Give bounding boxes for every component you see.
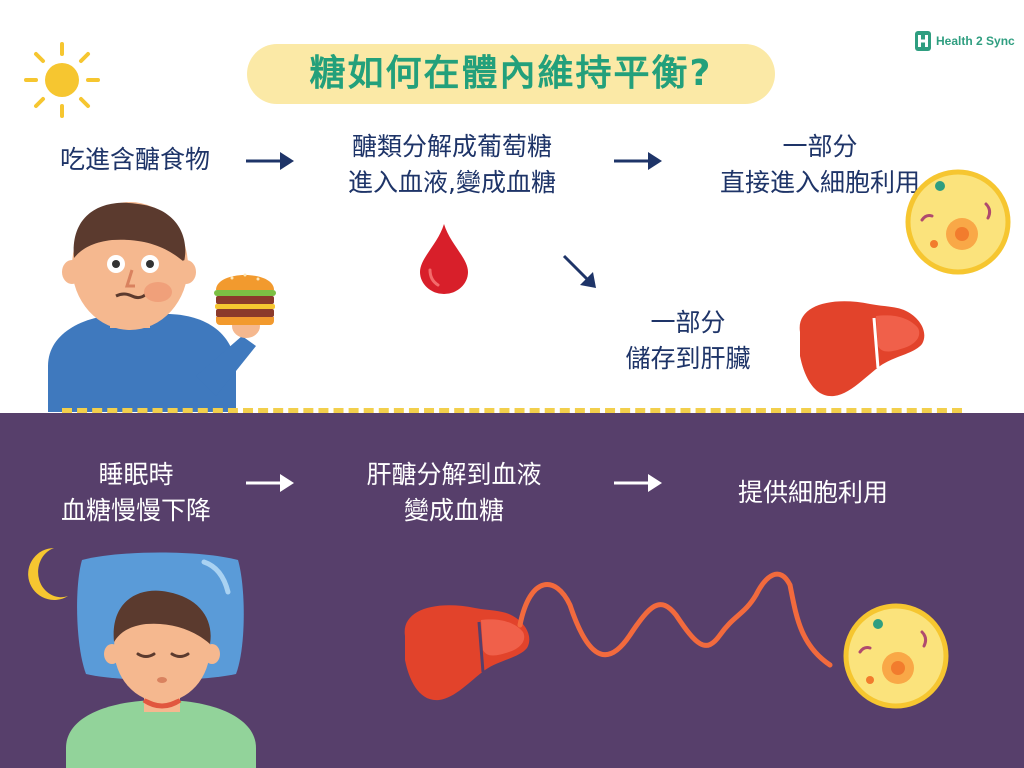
day-step-digest-line2: 進入血液,變成血糖 [348, 168, 556, 197]
day-step-cell-line2: 直接進入細胞利用 [719, 168, 920, 197]
day-night-divider [62, 408, 962, 413]
night-step-liver-line2: 變成血糖 [403, 496, 504, 525]
arrow-right-icon [246, 152, 294, 170]
liver-icon [799, 301, 925, 397]
arrow-right-icon [614, 474, 662, 492]
day-step-liver-line2: 儲存到肝臟 [625, 344, 751, 373]
eating-person-illustration [48, 202, 260, 412]
day-step-eat: 吃進含醣食物 [59, 145, 210, 174]
logo-text: Health 2 Sync [936, 34, 1015, 48]
night-step-sleep-line2: 血糖慢慢下降 [60, 496, 211, 525]
arrow-right-icon [614, 152, 662, 170]
hamburger-icon [214, 273, 276, 325]
cell-icon [843, 603, 949, 709]
day-step-liver-line1: 一部分 [650, 308, 726, 337]
blood-drop-icon [420, 224, 468, 294]
moon-icon [28, 548, 68, 600]
night-step-cell: 提供細胞利用 [737, 478, 888, 507]
brand-logo: Health 2 Sync [915, 30, 1015, 52]
sleeping-person-illustration [66, 552, 256, 768]
day-step-cell-line1: 一部分 [782, 132, 858, 161]
night-step-liver-line1: 肝醣分解到血液 [366, 460, 542, 489]
page-title: 糖如何在體內維持平衡? [309, 53, 713, 94]
sun-icon [24, 42, 100, 118]
arrow-right-icon [246, 474, 294, 492]
liver-icon [404, 605, 530, 701]
blood-vessel-line [517, 571, 833, 668]
day-step-digest-line1: 醣類分解成葡萄糖 [351, 132, 552, 161]
night-step-sleep-line1: 睡眠時 [98, 460, 174, 489]
logo-mark-icon [915, 31, 931, 51]
cell-icon [905, 169, 1011, 275]
arrow-down-right-icon [562, 254, 596, 288]
title-background [247, 44, 775, 104]
